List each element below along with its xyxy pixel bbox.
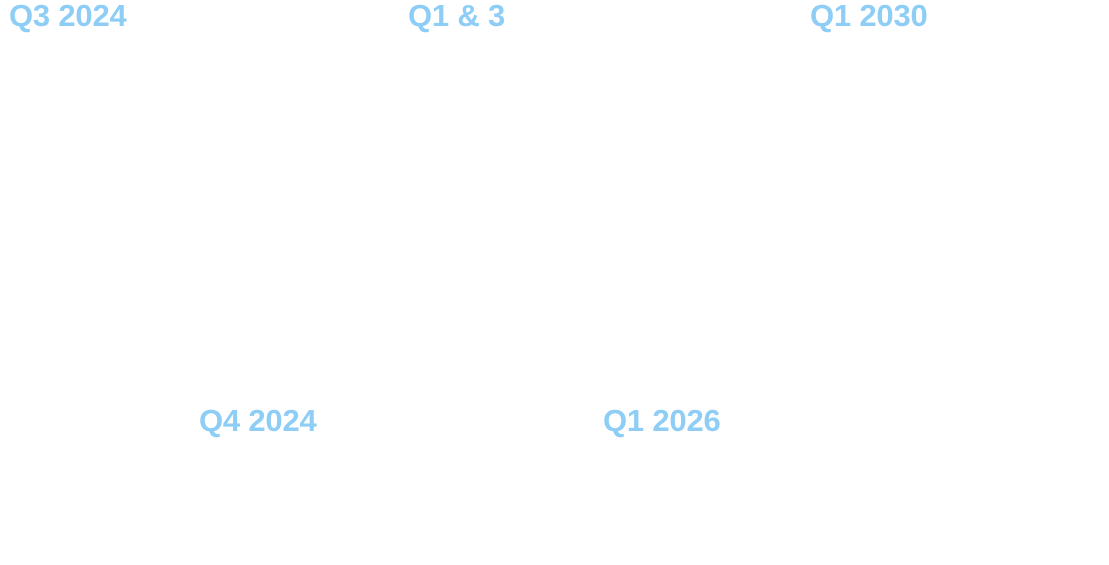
milestone-label-q1-2030: Q1 2030 — [810, 0, 928, 33]
milestone-label-q3-2024: Q3 2024 — [9, 0, 127, 33]
milestone-label-q1-and-3: Q1 & 3 — [408, 0, 506, 33]
milestone-label-q1-2026: Q1 2026 — [603, 403, 721, 438]
milestone-label-q4-2024: Q4 2024 — [199, 403, 317, 438]
